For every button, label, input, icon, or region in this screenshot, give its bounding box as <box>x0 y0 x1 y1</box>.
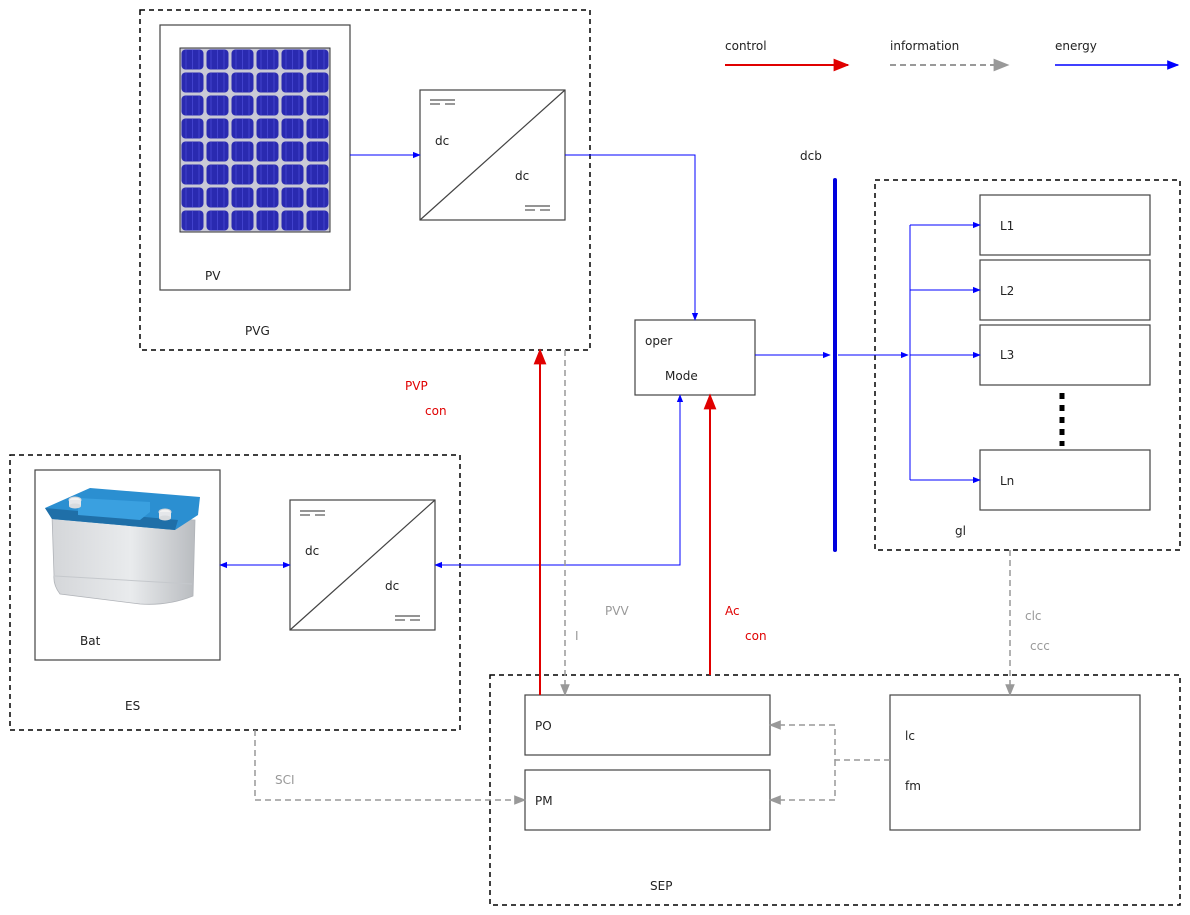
energy-arrow-converter-mode <box>434 394 684 569</box>
signal-pvp-con-line-2: con <box>425 404 447 418</box>
load-box: L2 <box>979 259 1151 321</box>
load-label: L1 <box>1000 219 1014 233</box>
signal-sci: SCI <box>275 773 295 787</box>
legend-energy-label: energy <box>1055 39 1097 53</box>
operation-mode-block: oper Mode <box>634 319 756 396</box>
dc-bus-label: dcb <box>800 149 822 163</box>
battery-label: Bat <box>80 634 101 648</box>
signal-pvv-line-2: I <box>575 629 579 643</box>
lc-label: lc <box>905 729 915 743</box>
load-box: Ln <box>979 449 1151 511</box>
es-boundary <box>9 454 461 731</box>
load-box: L3 <box>979 324 1151 386</box>
legend-information-label: information <box>890 39 959 53</box>
mode-line-2: Mode <box>665 369 698 383</box>
signal-clc: clc <box>1025 609 1042 623</box>
control-flows <box>533 348 717 695</box>
loads-group: gl L1 L2 L3 Ln <box>874 179 1181 551</box>
pv-panel-block: PV <box>159 24 351 291</box>
energy-arrow-converter-to-mode <box>565 154 699 321</box>
battery-block: Bat <box>34 469 221 661</box>
pm-block: PM <box>524 769 771 831</box>
fm-label: fm <box>905 779 921 793</box>
dc-symbol-icon <box>525 205 550 211</box>
sep-group: SEP PO PM lc fm <box>489 674 1181 906</box>
mode-line-1: oper <box>645 334 672 348</box>
sep-boundary <box>489 674 1181 906</box>
es-group: ES Bat <box>9 454 461 731</box>
pvg-group: PVG PV dc dc <box>139 9 591 351</box>
es-dcdc-converter: dc dc <box>289 499 436 631</box>
pvg-boundary <box>139 9 591 351</box>
pv-dcdc-converter: dc dc <box>419 89 566 221</box>
signal-ac-con-line-1: Ac <box>725 604 740 618</box>
load-label: L2 <box>1000 284 1014 298</box>
po-block: PO <box>524 694 771 756</box>
po-label: PO <box>535 719 552 733</box>
sep-label: SEP <box>650 879 672 893</box>
load-label: L3 <box>1000 348 1014 362</box>
load-label: Ln <box>1000 474 1014 488</box>
solar-panel-icon <box>179 47 331 233</box>
signal-pvp-con-line-1: PVP <box>405 379 428 393</box>
pv-converter-bottom-label: dc <box>515 169 529 183</box>
load-box: L1 <box>979 194 1151 256</box>
es-label: ES <box>125 699 140 713</box>
pm-label: PM <box>535 794 553 808</box>
energy-flows <box>219 151 981 569</box>
pv-converter-top-label: dc <box>435 134 449 148</box>
dc-symbol-icon <box>300 510 325 516</box>
lc-fm-block: lc fm <box>889 694 1141 831</box>
battery-icon <box>45 488 200 605</box>
pvg-label: PVG <box>245 324 270 338</box>
legend-control-label: control <box>725 39 767 53</box>
dc-symbol-icon <box>430 99 455 105</box>
loads-label: gl <box>955 524 966 538</box>
legend: control information energy <box>725 39 1180 72</box>
loads-boundary <box>874 179 1181 551</box>
es-converter-top-label: dc <box>305 544 319 558</box>
dc-bus: dcb <box>800 149 837 552</box>
es-converter-bottom-label: dc <box>385 579 399 593</box>
pv-label: PV <box>205 269 221 283</box>
signal-pvv-line-1: PVV <box>605 604 629 618</box>
info-arrow-es-to-pm <box>254 730 527 805</box>
information-flows <box>254 350 1015 805</box>
signal-labels: PVP con PVV I Ac con clc ccc SCI <box>275 379 1050 787</box>
signal-ac-con-line-2: con <box>745 629 767 643</box>
info-arrow-lc-to-po <box>768 720 890 761</box>
signal-ccc: ccc <box>1030 639 1050 653</box>
info-arrow-lc-to-pm <box>768 760 836 805</box>
dc-symbol-icon <box>395 615 420 621</box>
